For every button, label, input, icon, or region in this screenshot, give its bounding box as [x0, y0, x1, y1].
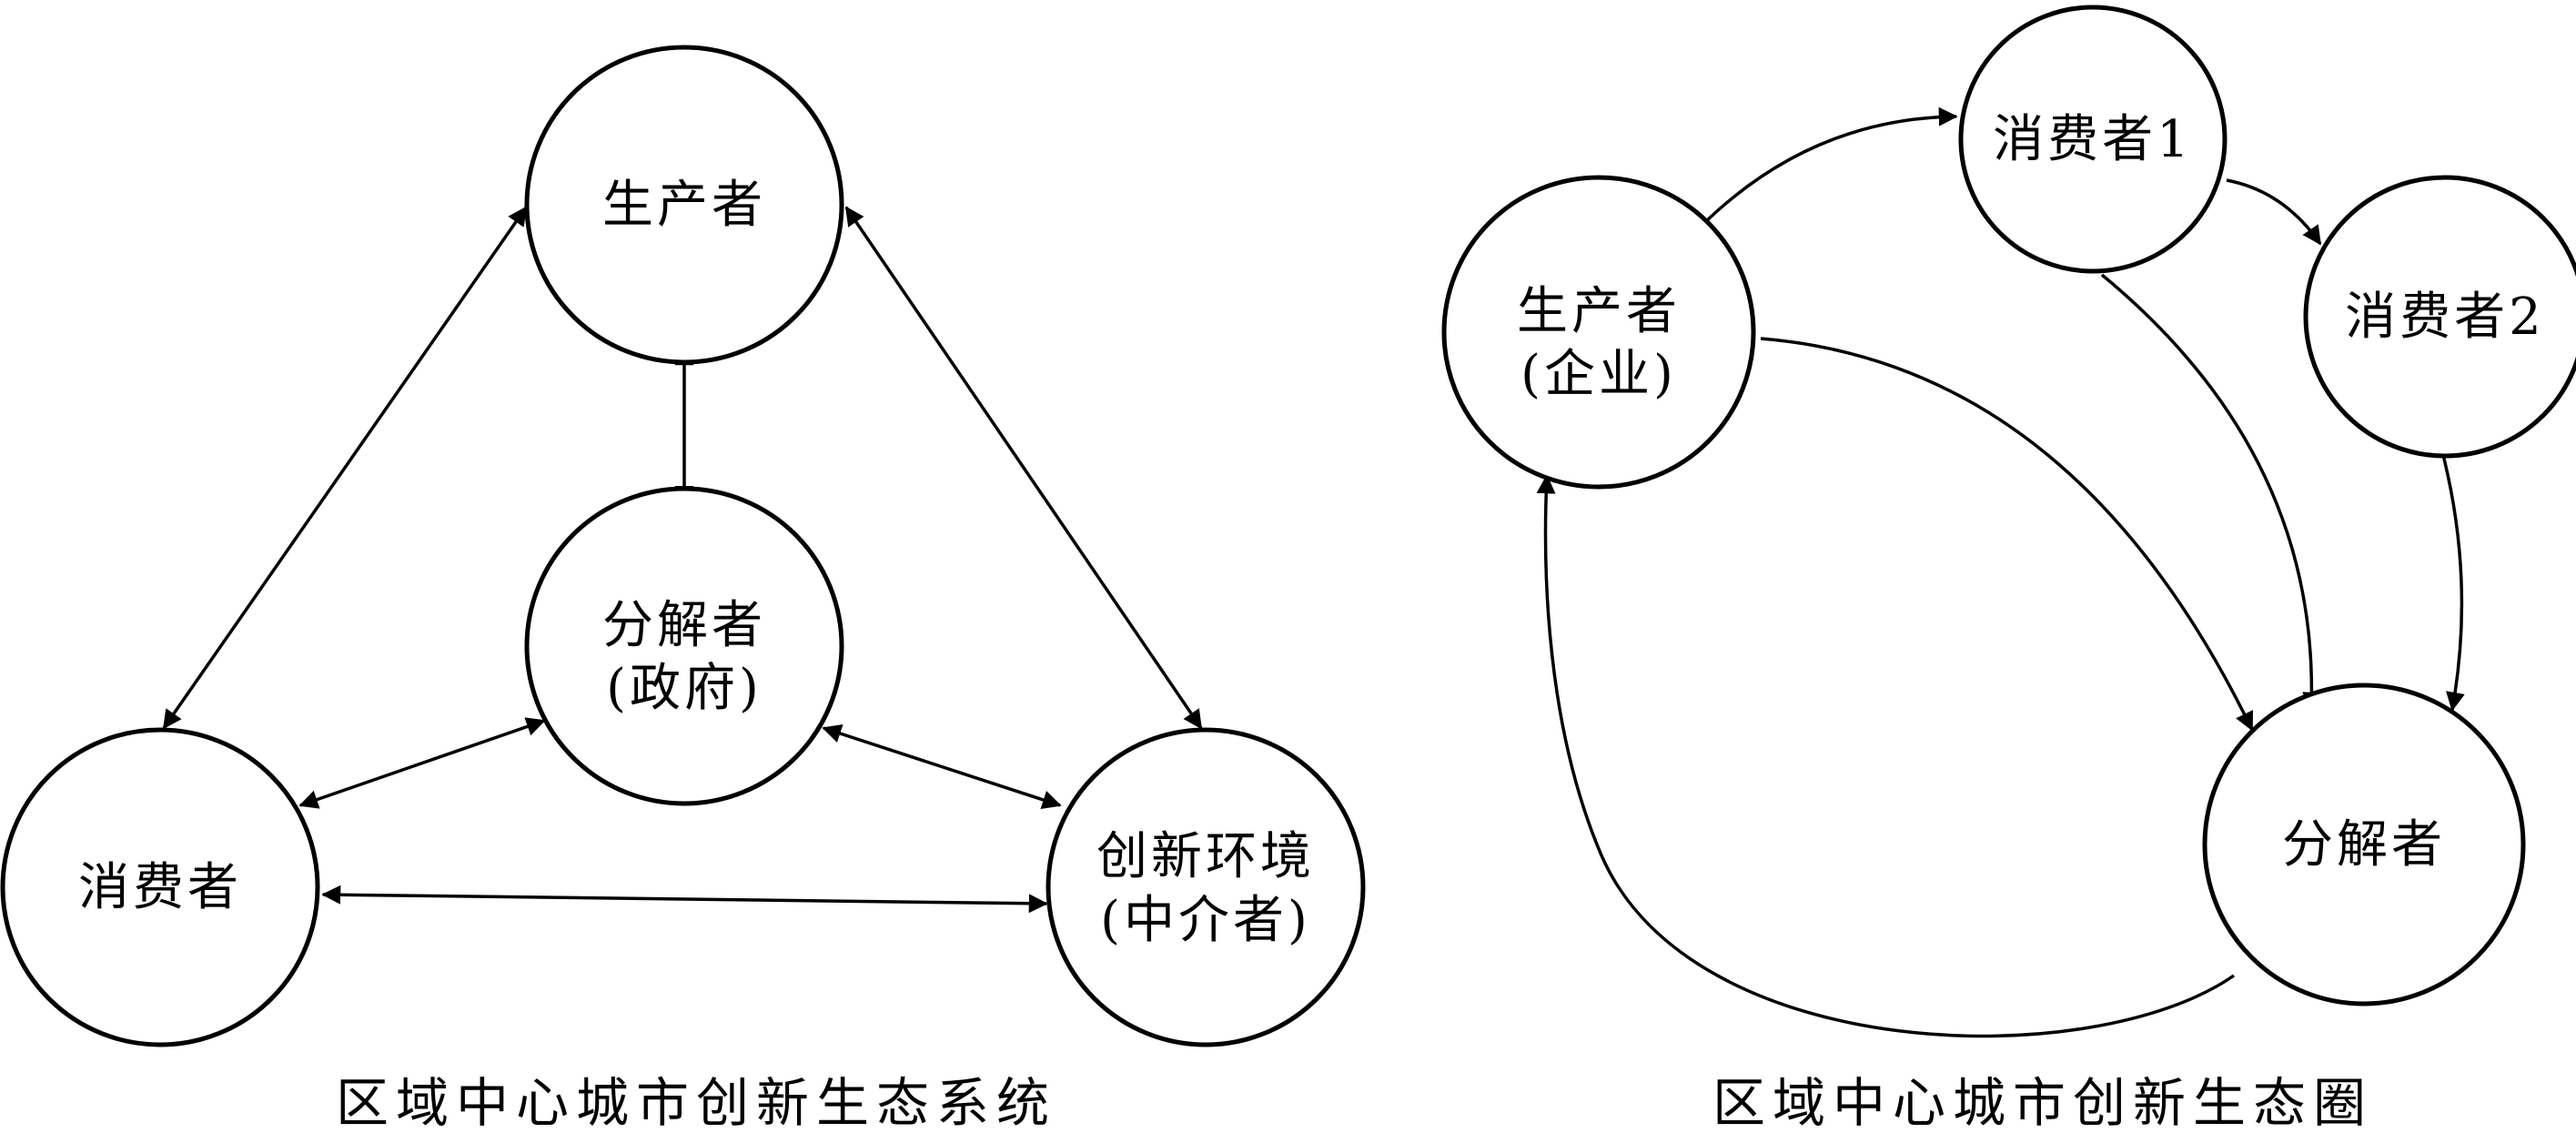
node-innovation-environment: 创新环境 (中介者)	[1046, 727, 1366, 1047]
node-decomposer-government: 分解者 (政府)	[524, 486, 844, 806]
node-consumer-1: 消费者1	[1958, 5, 2227, 274]
node-consumer: 消费者	[0, 727, 320, 1047]
node-producer-enterprise: 生产者 (企业)	[1441, 175, 1756, 490]
node-decomposer-sublabel: (政府)	[606, 659, 763, 718]
edge-producer-decomposer	[1760, 337, 2254, 732]
left-caption: 区域中心城市创新生态系统	[336, 1072, 1056, 1134]
edge-producer-environment	[844, 206, 1203, 730]
node-consumer1-label: 消费者1	[1993, 110, 2193, 169]
node-decomposer-label: 分解者	[602, 596, 766, 655]
right-diagram: 生产者 (企业) 消费者1 消费者2 分解者 区域中心城市创新生态圈	[1441, 5, 2576, 1134]
edge-decomposer-producer	[1536, 474, 2235, 1038]
node-environment-label: 创新环境	[1096, 827, 1315, 886]
edge-consumer2-decomposer	[2441, 454, 2465, 712]
right-caption: 区域中心城市创新生态圈	[1712, 1072, 2373, 1134]
node-environment-sublabel: (中介者)	[1100, 891, 1311, 950]
edge-producer-consumer	[162, 206, 528, 730]
node-consumer-2: 消费者2	[2303, 175, 2576, 459]
node-producer-label: 生产者	[1517, 282, 1681, 341]
node-producer-label: 生产者	[602, 176, 766, 235]
edge-decomposer-consumer	[298, 717, 546, 809]
node-consumer-label: 消费者	[78, 858, 242, 917]
node-producer-sublabel: (企业)	[1520, 345, 1677, 404]
node-consumer2-label: 消费者2	[2345, 288, 2545, 347]
left-diagram: 生产者 分解者 (政府) 消费者 创新环境 (中介者) 区域中心城市创新生态系统	[0, 45, 1366, 1134]
node-decomposer: 分解者	[2202, 683, 2526, 1006]
node-producer: 生产者	[524, 45, 844, 365]
edge-producer-consumer1	[1700, 106, 1958, 228]
node-decomposer-label: 分解者	[2282, 815, 2446, 875]
edge-consumer1-consumer2	[2226, 178, 2322, 246]
edge-consumer-environment	[321, 885, 1048, 914]
edge-decomposer-environment	[822, 724, 1062, 809]
edge-consumer1-decomposer	[2100, 273, 2322, 712]
